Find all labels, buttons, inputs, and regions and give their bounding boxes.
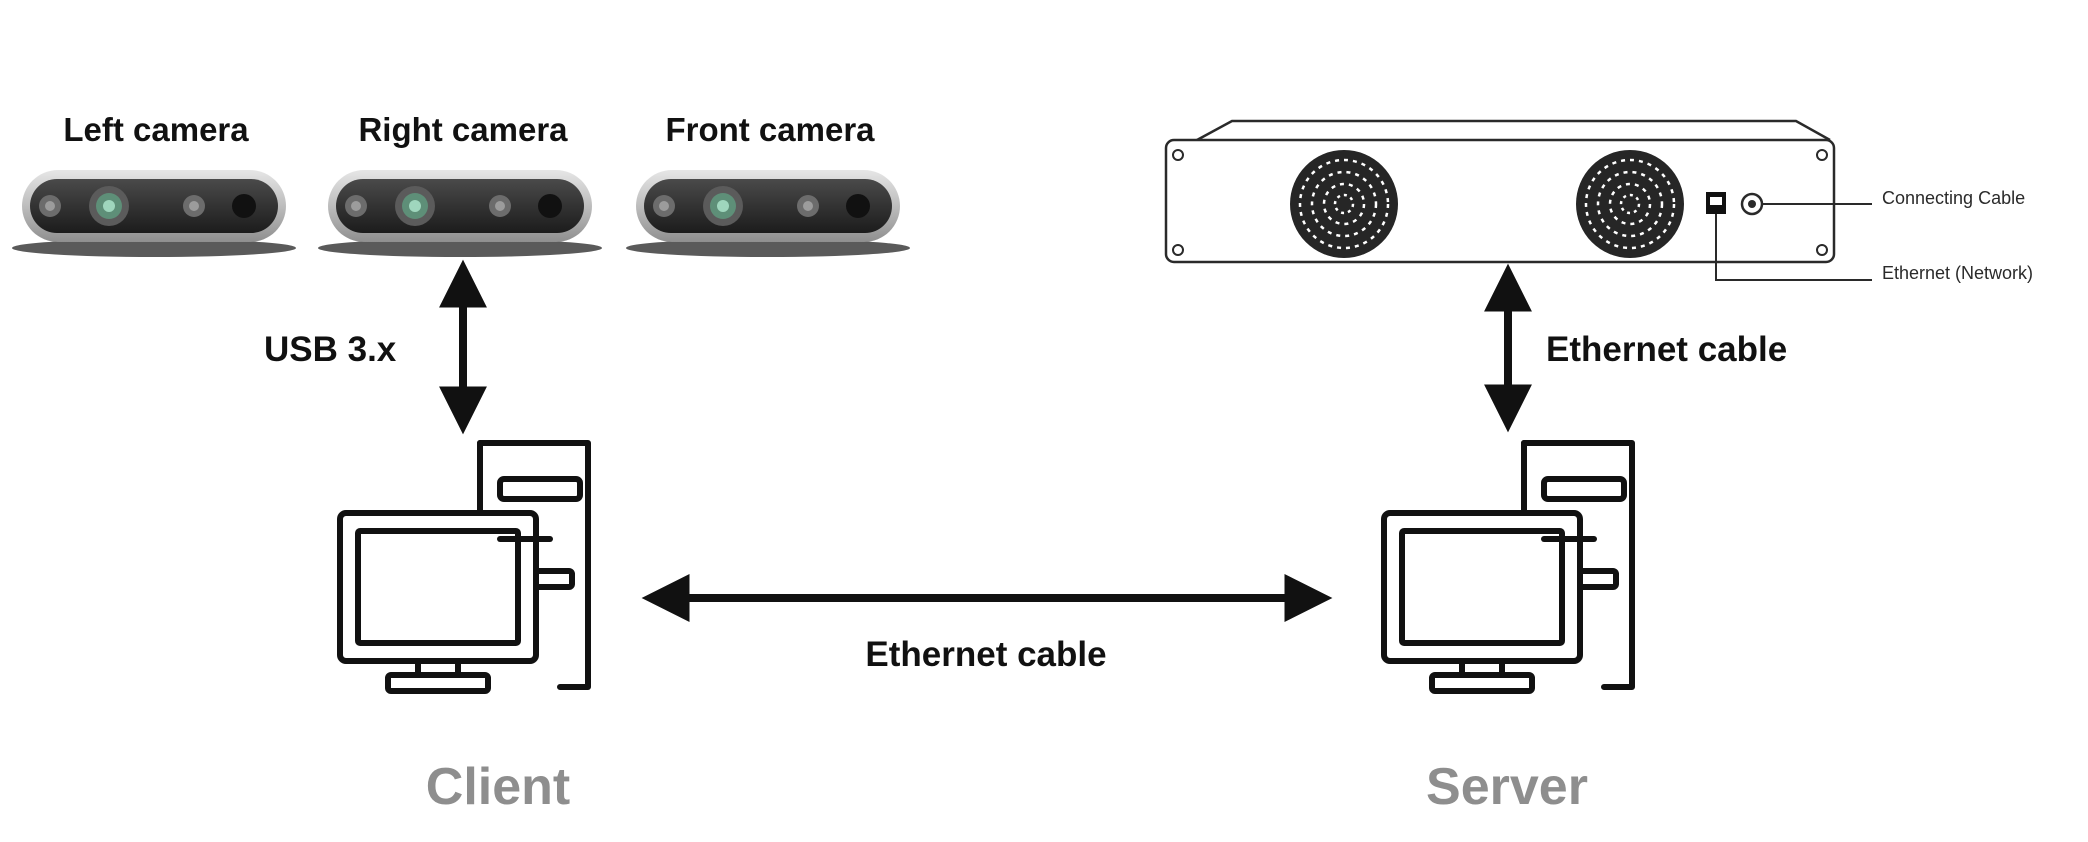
server-ethernet-label: Ethernet cable bbox=[1546, 330, 1787, 369]
server-label: Server bbox=[1426, 758, 1588, 816]
client-computer-icon bbox=[340, 443, 588, 691]
right-camera-icon bbox=[318, 170, 602, 257]
server-rack-unit-icon bbox=[1164, 119, 1872, 281]
right-camera-label: Right camera bbox=[358, 111, 568, 148]
client-server-ethernet-label: Ethernet cable bbox=[865, 635, 1106, 674]
front-camera-icon bbox=[626, 170, 910, 257]
connecting-cable-label: Connecting Cable bbox=[1882, 188, 2025, 208]
fan-icon bbox=[1288, 148, 1400, 260]
fan-icon bbox=[1574, 148, 1686, 260]
usb-label: USB 3.x bbox=[264, 330, 397, 369]
left-camera-label: Left camera bbox=[63, 111, 249, 148]
client-label: Client bbox=[426, 758, 570, 816]
ethernet-port-label: Ethernet (Network) bbox=[1882, 263, 2033, 283]
left-camera-icon bbox=[12, 170, 296, 257]
server-computer-icon bbox=[1384, 443, 1632, 691]
front-camera-label: Front camera bbox=[665, 111, 875, 148]
